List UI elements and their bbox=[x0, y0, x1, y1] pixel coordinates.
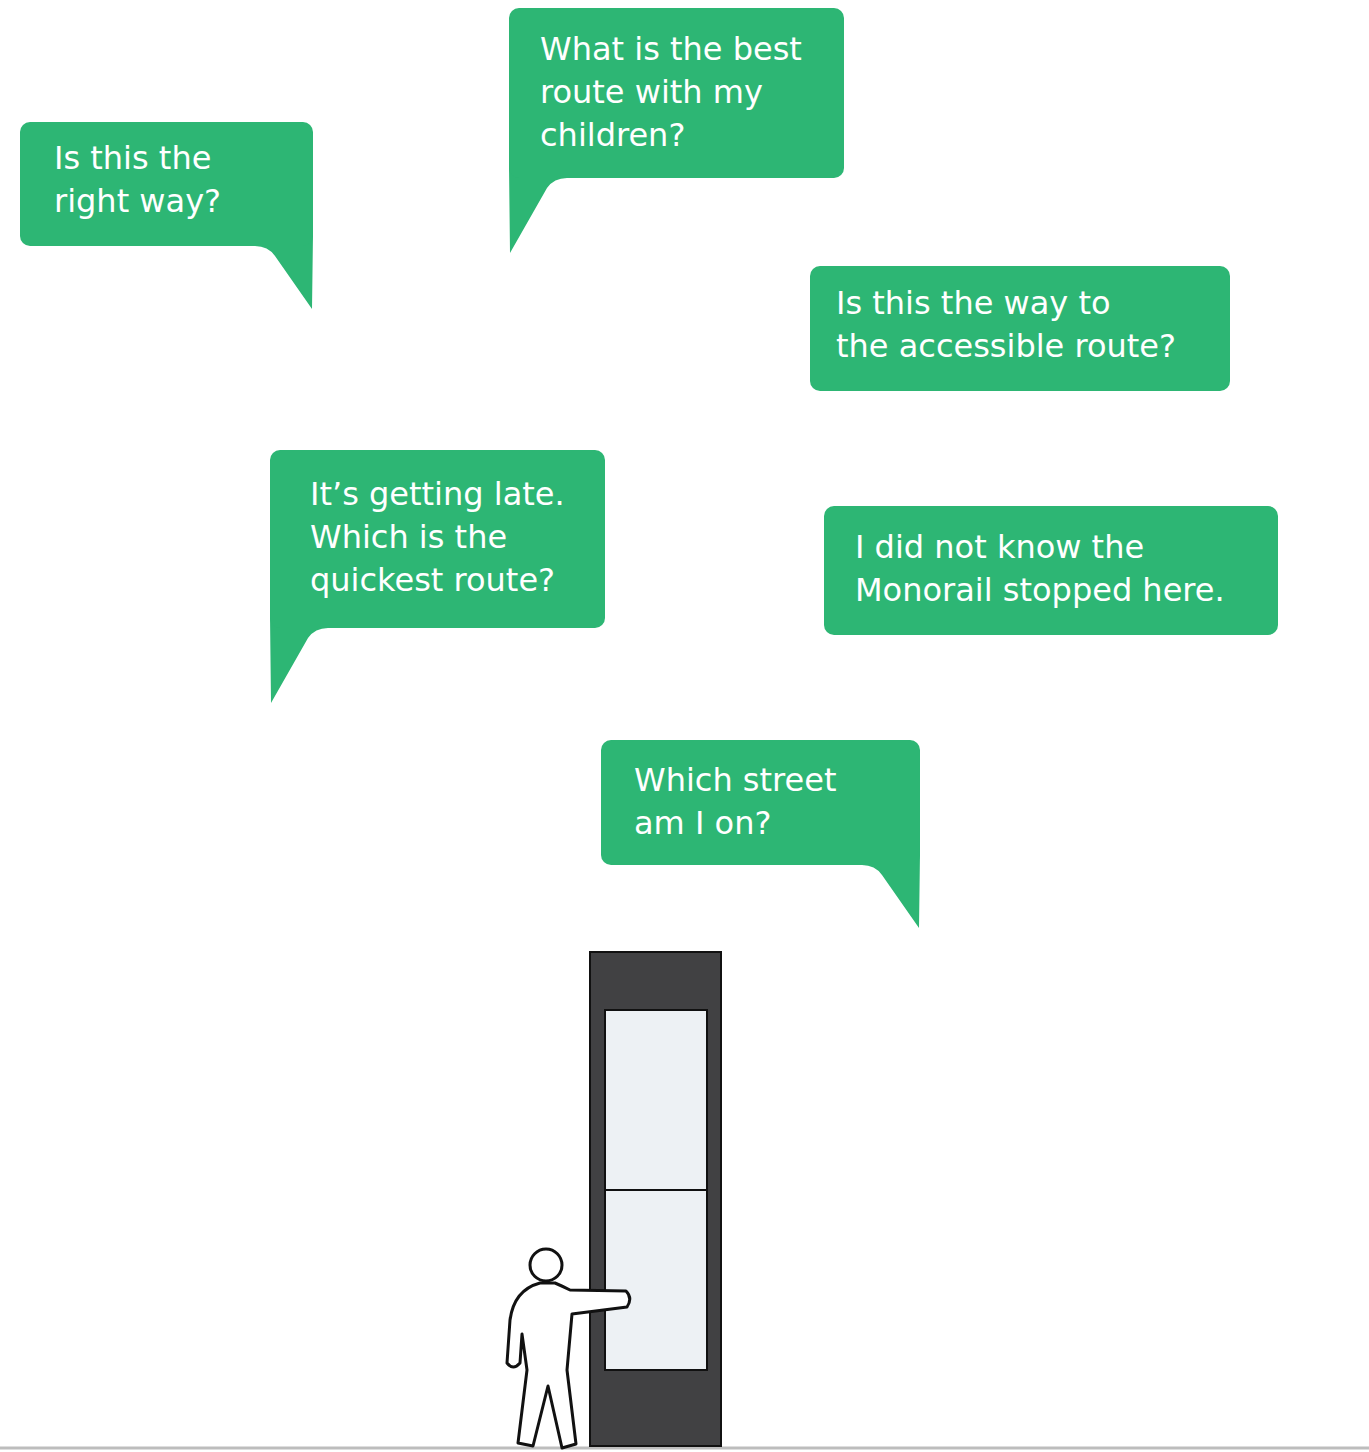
bubble-text: I did not know the Monorail stopped here… bbox=[855, 526, 1258, 612]
text-line: Which street bbox=[634, 759, 836, 802]
bubble-text: Is this the way to the accessible route? bbox=[836, 282, 1210, 368]
speech-bubble: What is the best route with my children? bbox=[509, 8, 844, 178]
kiosk-screen bbox=[605, 1010, 707, 1190]
speech-tail bbox=[509, 166, 567, 253]
speech-bubble: Which street am I on? bbox=[601, 740, 920, 865]
bubble-text: It’s getting late. Which is the quickest… bbox=[310, 473, 585, 602]
person-figure bbox=[507, 1283, 630, 1448]
person-head bbox=[530, 1249, 562, 1281]
kiosk-tower bbox=[590, 952, 721, 1446]
speech-bubble: Is this the right way? bbox=[20, 122, 313, 246]
speech-bubble: I did not know the Monorail stopped here… bbox=[824, 506, 1278, 635]
kiosk-screen bbox=[605, 1190, 707, 1370]
speech-tail bbox=[270, 616, 328, 703]
text-line: I did not know the bbox=[855, 526, 1144, 569]
text-line: Which is the bbox=[310, 516, 507, 559]
bubble-text: What is the best route with my children? bbox=[540, 28, 824, 157]
text-line: route with my bbox=[540, 71, 763, 114]
text-line: Monorail stopped here. bbox=[855, 569, 1225, 612]
text-line: children? bbox=[540, 114, 685, 157]
text-line: am I on? bbox=[634, 802, 771, 845]
speech-bubble: It’s getting late. Which is the quickest… bbox=[270, 450, 605, 628]
text-line: What is the best bbox=[540, 28, 802, 71]
text-line: Is this the bbox=[54, 137, 211, 180]
text-line: Is this the way to bbox=[836, 282, 1111, 325]
bubble-text: Which street am I on? bbox=[634, 759, 900, 845]
text-line: right way? bbox=[54, 180, 221, 223]
speech-bubble: Is this the way to the accessible route? bbox=[810, 266, 1230, 391]
text-line: the accessible route? bbox=[836, 325, 1176, 368]
text-line: quickest route? bbox=[310, 559, 555, 602]
text-line: It’s getting late. bbox=[310, 473, 565, 516]
bubble-text: Is this the right way? bbox=[54, 137, 293, 223]
